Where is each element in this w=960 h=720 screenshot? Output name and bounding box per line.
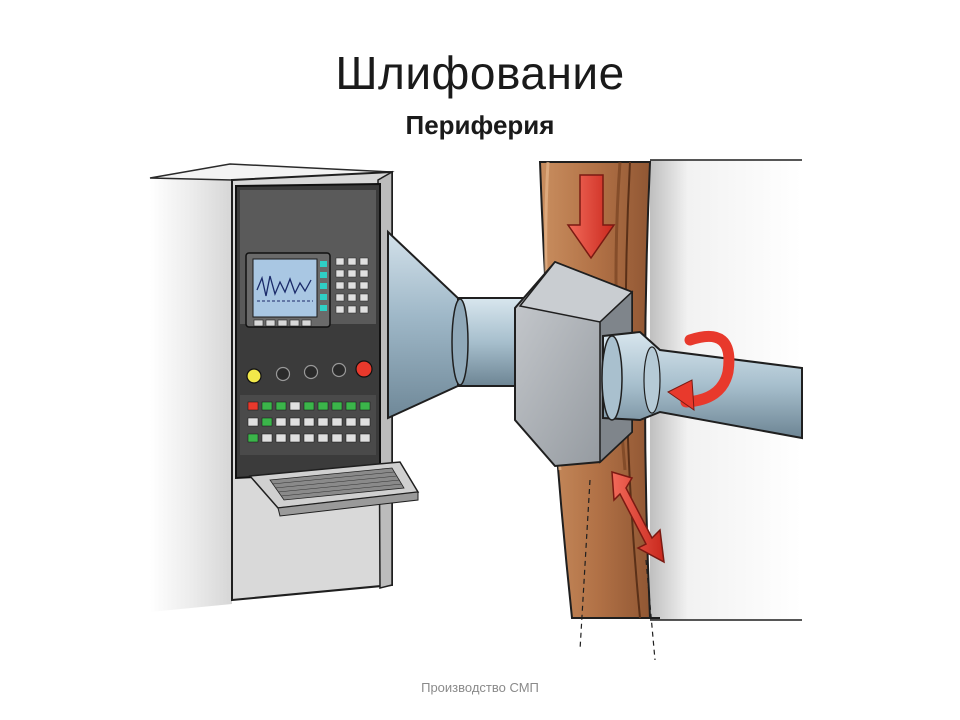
double-arrow-icon [611, 470, 665, 564]
side-keypad [335, 257, 369, 314]
machine-cabinet [149, 163, 395, 612]
output-shaft [601, 330, 803, 440]
lower-button-panel [240, 395, 376, 455]
reference-lines [579, 479, 656, 661]
slide-title: Шлифование [335, 47, 625, 99]
emergency-stop-icon [355, 360, 373, 378]
slide-subtitle: Периферия [405, 110, 555, 140]
down-arrow-icon [566, 174, 616, 260]
keyboard-tray [248, 461, 420, 517]
knobs-row [246, 360, 373, 384]
rotation-arrow-icon [667, 330, 735, 412]
slide-footer: Производство СМП [421, 680, 539, 695]
control-screen [245, 252, 331, 328]
